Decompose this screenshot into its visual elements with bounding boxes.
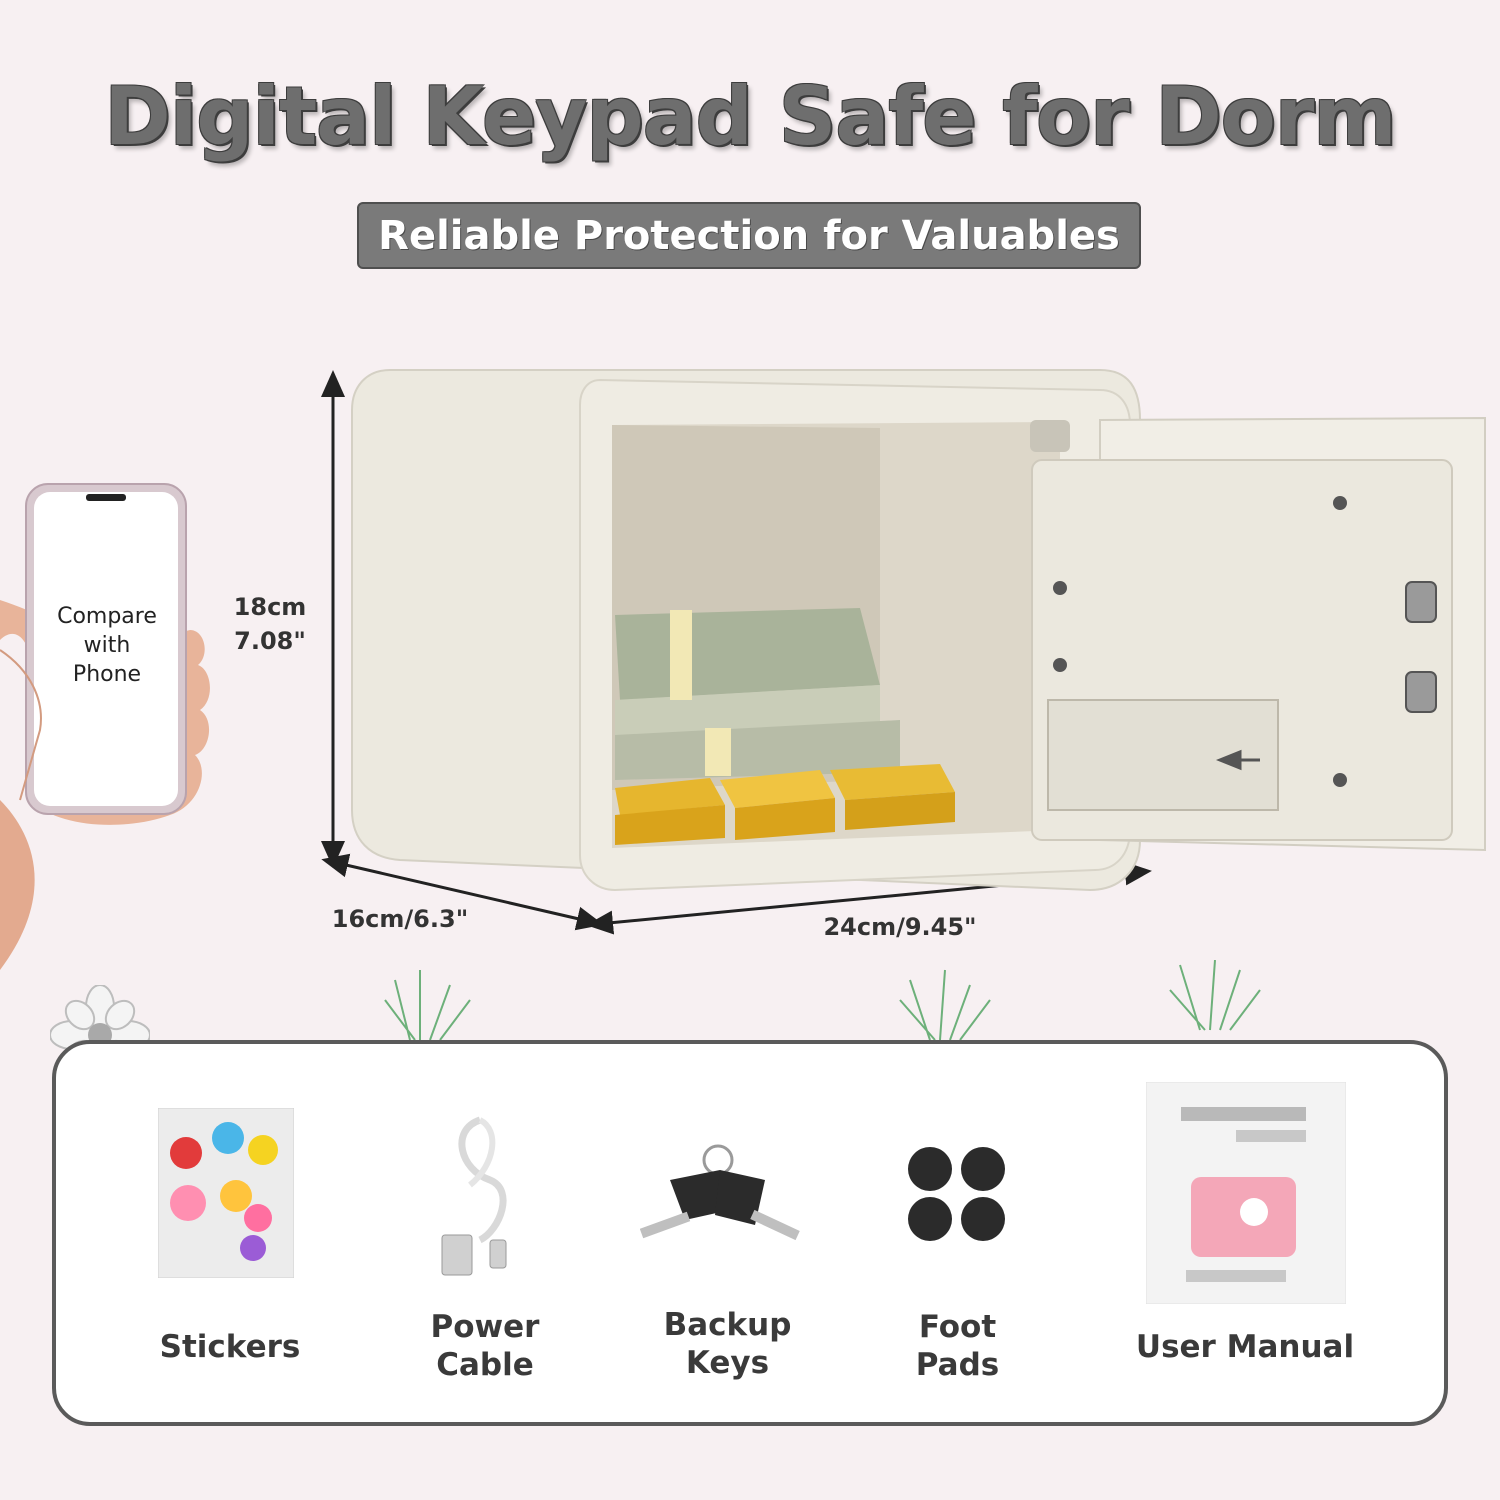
accessory-label-line: Backup (663, 1307, 792, 1343)
grass-decoration (384, 960, 1261, 1041)
accessory-label-line: Keys (685, 1345, 770, 1381)
subtitle-banner: Reliable Protection for Valuables (357, 202, 1141, 269)
accessory-label-backup-keys: Backup Keys (620, 1306, 835, 1382)
user-manual-icon (1146, 1082, 1346, 1304)
width-label: 24cm/9.45" (823, 913, 977, 941)
accessory-label-power-cable: Power Cable (380, 1308, 590, 1384)
accessory-label-line: Foot (918, 1309, 997, 1345)
accessory-label-line: User Manual (1135, 1329, 1355, 1365)
subtitle-text: Reliable Protection for Valuables (378, 212, 1120, 259)
depth-arrow (321, 853, 604, 931)
hand-with-phone (0, 470, 230, 990)
accessory-label-line: Cable (436, 1347, 534, 1383)
accessory-label-line: Power (430, 1309, 540, 1345)
accessory-label-user-manual: User Manual (1120, 1328, 1370, 1366)
phone-caption-line1: Compare (57, 604, 157, 629)
depth-label: 16cm/6.3" (331, 905, 469, 933)
lock-bolt-icon (1405, 581, 1437, 623)
safe-illustration (351, 369, 1486, 892)
backup-keys-icon (640, 1144, 800, 1241)
height-in: 7.08" (234, 627, 306, 655)
accessory-label-stickers: Stickers (120, 1328, 340, 1366)
arrow-left-icon (1215, 749, 1260, 771)
power-cable-icon (441, 1116, 507, 1276)
stickers-icon (158, 1108, 294, 1278)
hinge-icon (1030, 420, 1070, 452)
accessory-label-foot-pads: Foot Pads (855, 1308, 1060, 1384)
gold-bars (615, 764, 955, 845)
lock-bolt-icon (1405, 671, 1437, 713)
cash-stack (615, 608, 900, 780)
phone-caption-line2: with (83, 633, 131, 658)
battery-cover (1047, 699, 1279, 811)
height-label: 18cm 7.08" (222, 590, 318, 658)
accessory-label-line: Stickers (159, 1329, 301, 1365)
page-title: Digital Keypad Safe for Dorm (104, 70, 1396, 163)
foot-pads-icon (908, 1147, 1005, 1241)
phone-caption: Compare with Phone (40, 602, 174, 689)
accessory-label-line: Pads (915, 1347, 1000, 1383)
height-cm: 18cm (233, 593, 307, 621)
hand-icon (0, 483, 210, 970)
phone-caption-line3: Phone (72, 662, 142, 687)
